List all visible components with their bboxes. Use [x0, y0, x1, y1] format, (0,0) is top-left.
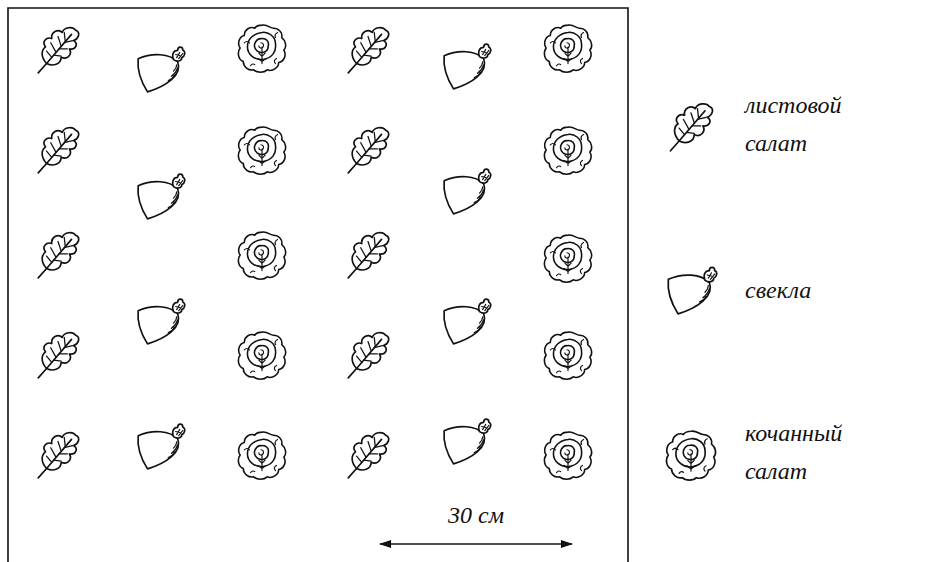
legend-text: листовой салат — [745, 86, 895, 162]
dimension-label: 30 см — [444, 496, 508, 534]
legend-text: кочанный салат — [745, 414, 895, 490]
legend-text: свекла — [745, 271, 895, 309]
